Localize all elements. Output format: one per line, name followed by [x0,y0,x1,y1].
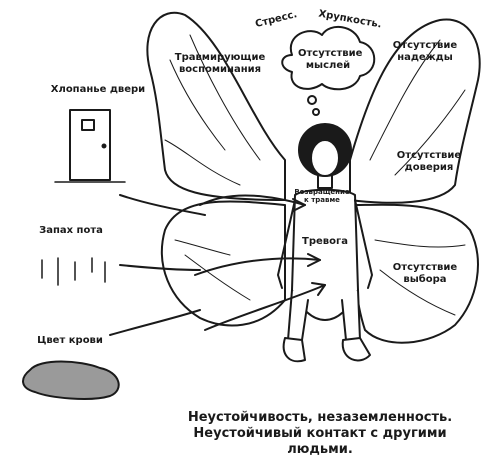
label-smell-of-sweat: Запах пота [36,225,106,237]
caption-line-1: Неустойчивость, незаземленность. [170,410,470,426]
label-no-trust: Отсутствие доверия [375,150,483,174]
left-upper-wing [147,13,285,200]
label-no-hope: Отсутствие надежды [385,40,465,64]
label-return-to-trauma: Возвращение к травме [292,188,352,204]
label-no-thoughts: Отсутствие мыслей [298,48,358,72]
blood-puddle-icon [23,362,119,399]
door-icon [55,110,125,182]
label-traumatic-memories: Травмирующие воспоминания [170,52,270,76]
label-blood-color: Цвет крови [30,335,110,347]
label-slamming-doors: Хлопанье двери [48,84,148,96]
label-anxiety: Тревога [295,236,355,248]
label-no-choice: Отсутствие выбора [370,262,480,286]
caption: Неустойчивость, незаземленность. Неустой… [170,410,470,458]
caption-line-2: Неустойчивый контакт с другими людьми. [170,426,470,458]
sweat-drops-icon [42,258,105,285]
